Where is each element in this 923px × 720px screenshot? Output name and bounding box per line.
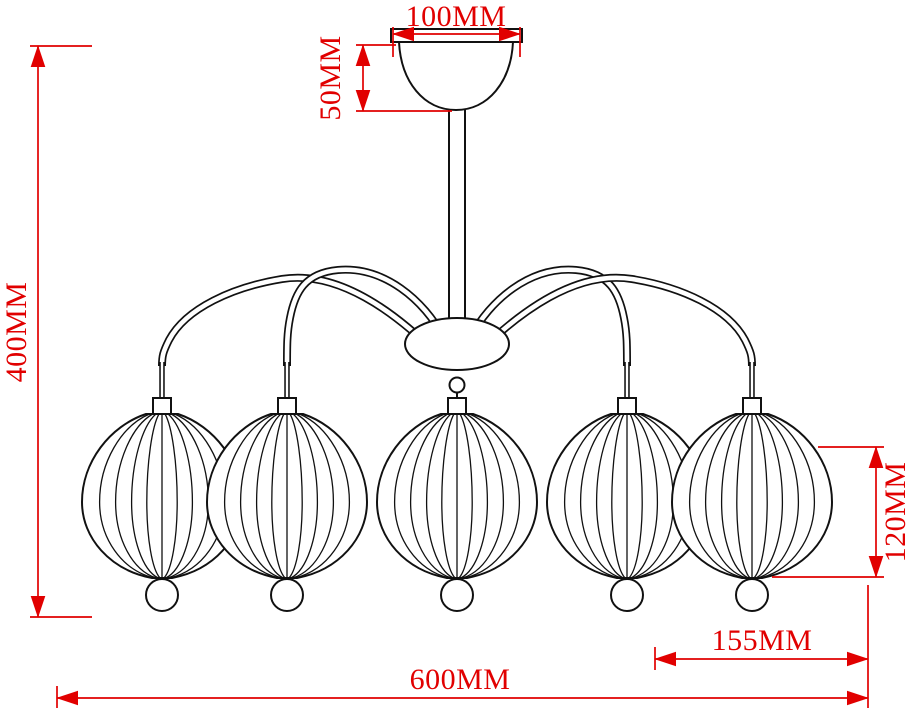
- dimension-shade-height: 120MM: [772, 446, 912, 578]
- shade-2: [206, 413, 368, 612]
- dim-label-overall-height: 400MM: [0, 282, 33, 383]
- chandelier-drawing: [81, 28, 833, 612]
- shade-3: [376, 413, 538, 612]
- dim-label-canopy-width: 100MM: [406, 0, 507, 33]
- dim-label-overall-width: 600MM: [410, 663, 511, 696]
- arm-right-outer: [473, 273, 756, 367]
- arm-left-outer: [158, 273, 441, 367]
- shade-5: [671, 413, 833, 612]
- dim-label-shade-spacing: 155MM: [712, 624, 813, 657]
- dimension-shade-spacing: 155MM: [654, 585, 869, 708]
- hub-finial-ball: [448, 376, 466, 394]
- lamp-holders: [152, 397, 762, 415]
- dimension-overall-width: 600MM: [56, 663, 869, 708]
- dim-label-shade-height: 120MM: [879, 462, 912, 563]
- dimension-overall-height: 400MM: [0, 45, 92, 618]
- dimension-canopy-height: 50MM: [314, 35, 452, 121]
- dim-label-canopy-height: 50MM: [314, 35, 347, 120]
- central-rod: [448, 99, 466, 341]
- ceiling-canopy: [390, 28, 523, 112]
- dimension-canopy-width: 100MM: [392, 0, 521, 57]
- lamp-stems: [159, 362, 755, 400]
- arm-left-inner: [283, 265, 448, 367]
- centre-hub: [404, 317, 510, 371]
